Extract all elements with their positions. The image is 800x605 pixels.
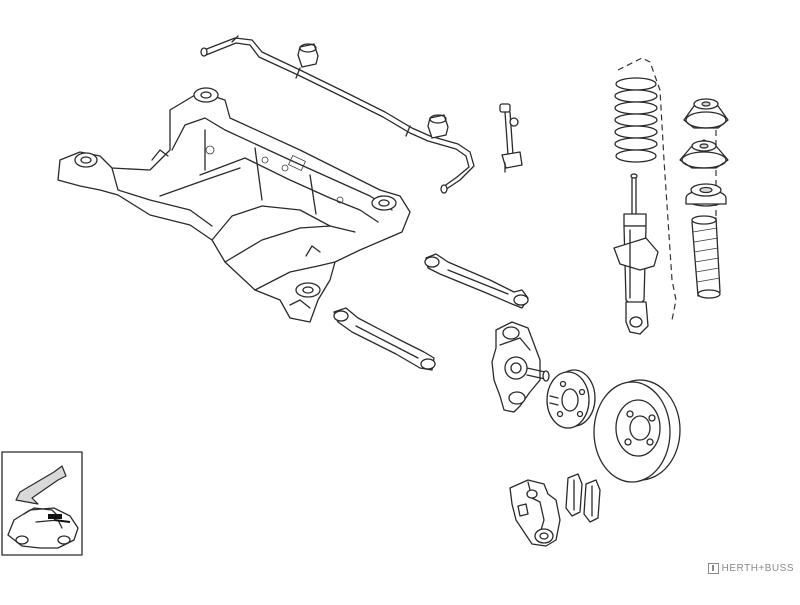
brake-pad-1 xyxy=(565,473,583,517)
brake-disc xyxy=(593,379,681,483)
strut-top-mount xyxy=(683,98,729,129)
brand-logo: HERTH+BUSS xyxy=(707,563,794,574)
spring-seat xyxy=(679,139,729,169)
brake-pad-2 xyxy=(583,479,601,523)
wheel-carrier xyxy=(491,321,550,413)
coil-spring xyxy=(614,77,658,163)
stabilizer-link xyxy=(499,103,523,173)
bump-stop xyxy=(685,183,727,207)
vehicle-locator-inset xyxy=(1,451,83,556)
direction-arrow-icon xyxy=(15,465,67,505)
stabilizer-bushing-1 xyxy=(297,43,319,68)
brake-caliper xyxy=(509,479,561,547)
brand-logo-icon xyxy=(707,563,719,574)
upper-control-arm xyxy=(424,253,529,309)
wheel-hub xyxy=(546,369,596,429)
dust-boot xyxy=(691,215,721,299)
lower-control-arm xyxy=(333,307,436,371)
rear-subframe xyxy=(57,87,411,323)
stabilizer-bushing-2 xyxy=(427,114,449,139)
shock-absorber xyxy=(613,173,659,335)
brand-logo-text: HERTH+BUSS xyxy=(721,563,794,574)
stabilizer-bar xyxy=(200,35,475,194)
